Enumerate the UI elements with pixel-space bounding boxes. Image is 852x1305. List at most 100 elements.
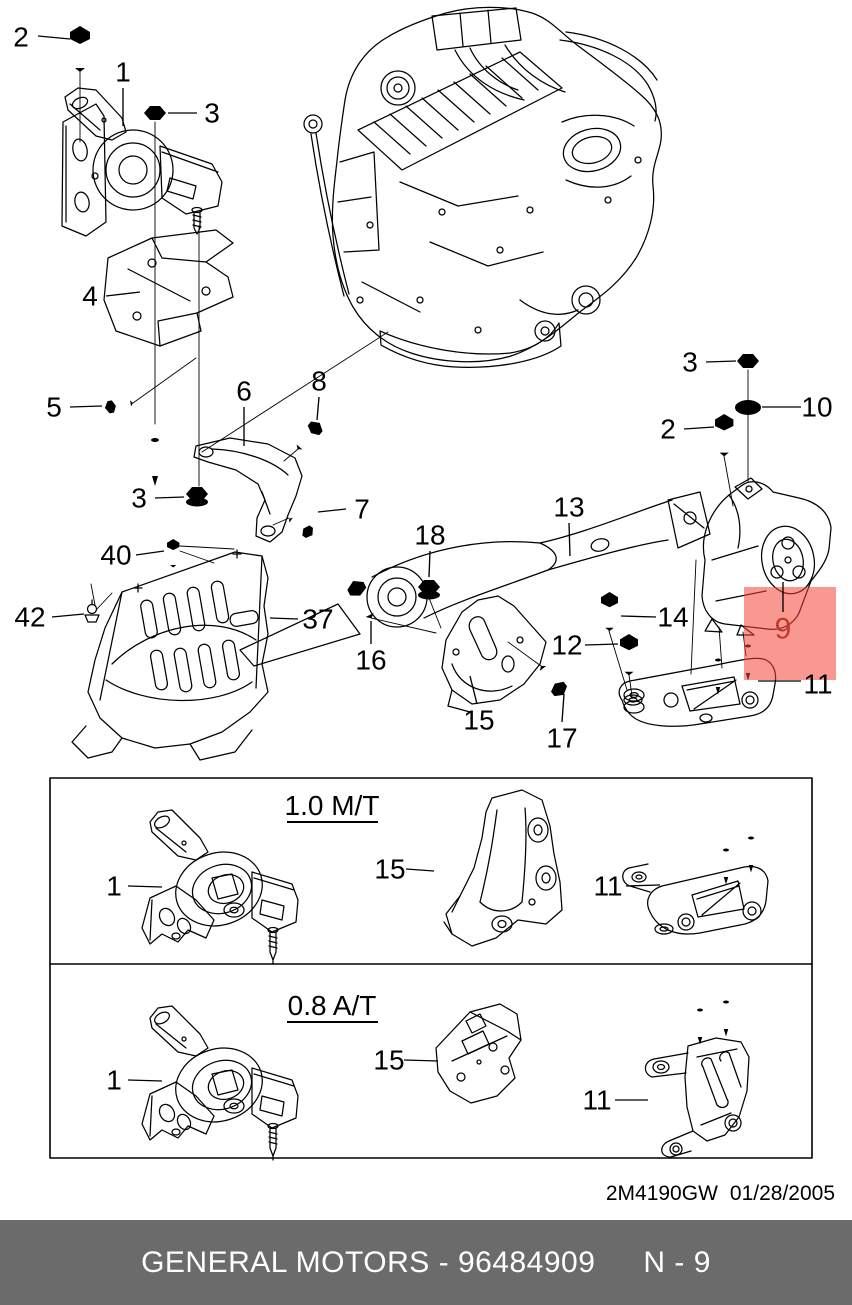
nut-3b — [186, 487, 208, 507]
stud-on-bracket-11 — [715, 648, 721, 695]
highlight-box — [744, 587, 836, 680]
variant-part-mount-1 — [141, 809, 299, 965]
callout-label-10[interactable]: 10 — [801, 392, 832, 423]
callout-label-11[interactable]: 11 — [582, 1085, 611, 1116]
variant-part-bracket-11-at — [644, 1037, 750, 1158]
screw-40 — [167, 539, 180, 568]
part-bracket-15 — [441, 595, 547, 713]
diagram-canvas: 2134536874042371618151713121423109111151… — [13, 6, 836, 1161]
variant-part-bracket-11-mt — [622, 863, 769, 935]
callout-label-7[interactable]: 7 — [354, 494, 370, 525]
callout-label-1[interactable]: 1 — [106, 1065, 122, 1096]
callout-label-42[interactable]: 42 — [14, 602, 45, 633]
leader-line-2 — [683, 426, 715, 430]
bolt-14 — [601, 592, 618, 632]
callout-label-15[interactable]: 15 — [463, 705, 494, 736]
stud-on-bracket-11-mt — [723, 838, 729, 885]
title-layer: 1.0 M/T 0.8 A/T — [285, 790, 380, 1023]
leader-line-12 — [584, 643, 619, 646]
callout-label-2[interactable]: 2 — [660, 414, 676, 445]
bolt-2b — [715, 414, 734, 457]
callout-label-1[interactable]: 1 — [115, 57, 131, 88]
callout-label-5[interactable]: 5 — [46, 392, 62, 423]
variant-title-2: 0.8 A/T — [288, 990, 377, 1021]
callout-label-4[interactable]: 4 — [82, 281, 98, 312]
callout-label-18[interactable]: 18 — [414, 520, 445, 551]
callout-label-40[interactable]: 40 — [100, 540, 131, 571]
nut-3c — [737, 354, 759, 368]
nut-3 — [144, 106, 166, 120]
washer-10 — [735, 400, 761, 415]
leader-line-2 — [37, 35, 71, 40]
variant-part-bracket-15-at — [435, 1003, 522, 1104]
callout-label-15[interactable]: 15 — [373, 1045, 404, 1076]
highlight-layer — [744, 587, 836, 680]
callout-label-12[interactable]: 12 — [551, 630, 582, 661]
callout-label-6[interactable]: 6 — [236, 376, 252, 407]
part-bracket-4 — [103, 229, 234, 347]
callout-label-17[interactable]: 17 — [546, 723, 577, 754]
callout-label-16[interactable]: 16 — [355, 645, 386, 676]
footer-bar: GENERAL MOTORS - 96484909 N - 9 — [0, 1220, 852, 1305]
footer-page-ref: N - 9 — [643, 1245, 711, 1279]
stud-on-bracket-11-at — [723, 990, 729, 1037]
assembly-axis-lines — [79, 71, 749, 697]
stud-on-bracket-11-at — [697, 998, 703, 1045]
callout-label-8[interactable]: 8 — [311, 366, 327, 397]
leader-line-15 — [469, 675, 478, 705]
part-clip-42 — [84, 599, 100, 623]
leader-line-11 — [625, 884, 661, 887]
leader-line-42 — [51, 613, 85, 618]
screw-5 — [103, 396, 135, 414]
leader-line-14 — [620, 615, 657, 618]
callout-label-37[interactable]: 37 — [302, 604, 333, 635]
leader-line-1 — [127, 1079, 163, 1082]
leader-line-1 — [127, 885, 163, 888]
callout-label-1[interactable]: 1 — [106, 871, 122, 902]
figure-date: 01/28/2005 — [729, 1182, 835, 1205]
callout-label-13[interactable]: 13 — [553, 492, 584, 523]
variant-title-1: 1.0 M/T — [285, 790, 380, 821]
footer-brand-part: GENERAL MOTORS - 96484909 — [141, 1245, 596, 1279]
callout-label-11[interactable]: 11 — [803, 669, 832, 700]
leader-line-15 — [403, 1059, 439, 1062]
callout-label-9[interactable]: 9 — [775, 613, 792, 646]
leader-line-40 — [135, 550, 165, 556]
leader-line-18 — [428, 550, 431, 578]
callout-label-3[interactable]: 3 — [682, 347, 698, 378]
nut-18 — [418, 580, 440, 600]
callout-label-3[interactable]: 3 — [131, 483, 147, 514]
line-art — [49, 6, 832, 1161]
bolt-16 — [345, 577, 380, 623]
screw-7 — [285, 513, 316, 541]
leader-line-13 — [568, 522, 571, 557]
bolt-8 — [291, 418, 326, 455]
part-engine-mount-1 — [61, 87, 223, 237]
plate-info: 2M4190GW 01/28/2005 — [606, 1182, 835, 1206]
callout-label-15[interactable]: 15 — [374, 854, 405, 885]
part-bracket-11 — [618, 657, 777, 727]
leader-line-15 — [405, 868, 435, 872]
bolt-12 — [620, 634, 638, 676]
stud-on-bracket-11-mt — [748, 826, 754, 873]
variant-boxes — [49, 777, 813, 1161]
stud — [151, 424, 159, 486]
callout-label-2[interactable]: 2 — [13, 22, 29, 53]
callout-label-3[interactable]: 3 — [204, 98, 220, 129]
leader-line-5 — [69, 405, 103, 408]
part-cover-37 — [71, 549, 269, 761]
leader-line-8 — [316, 396, 320, 421]
callout-label-11[interactable]: 11 — [593, 871, 622, 902]
callout-label-14[interactable]: 14 — [657, 602, 688, 633]
variant-part-bracket-15-mt — [443, 789, 563, 947]
bolt-2 — [70, 26, 90, 72]
leader-line-3 — [705, 360, 737, 363]
leader-line-7 — [317, 508, 347, 513]
variant-box-outline — [49, 777, 813, 1159]
part-bracket-6 — [193, 437, 303, 543]
figure-code: 2M4190GW — [605, 1182, 718, 1205]
bolt-17 — [534, 661, 570, 700]
leader-line-37 — [269, 617, 299, 620]
